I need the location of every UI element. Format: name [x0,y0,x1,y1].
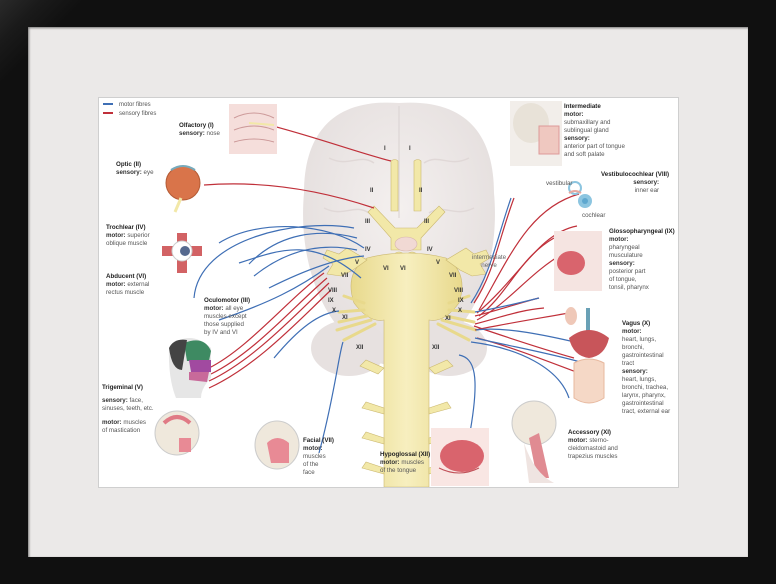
roman-right-6: VI [400,266,406,272]
legend-item-motor: motor fibres [103,101,156,110]
roman-right-1: I [409,146,411,152]
label-trigeminal: Trigeminal (V) sensory: face, sinuses, t… [102,384,154,434]
roman-left-1: I [384,146,386,152]
inner-ear-illustration [568,181,592,208]
roman-left-6: VI [383,266,389,272]
olfactory-tracts [390,159,422,212]
label-intermediate-nerve: intermediate nerve [472,254,507,269]
brainstem [322,247,491,487]
label-intermediate: Intermediate motor: submaxillary and sub… [564,103,625,158]
diagram-graphics [154,101,609,487]
label-glossopharyngeal: Glossopharyngeal (IX) motor: pharyngeal … [609,228,675,291]
roman-left-3: III [365,219,371,225]
label-hypoglossal: Hypoglossal (XII) motor: muscles of the … [380,451,431,474]
head-trigeminal-illustration [168,338,211,398]
vagus-organs-illustration [565,307,609,404]
roman-right-3: III [424,219,430,225]
skull-facial-illustration [254,420,300,470]
cranial-nerves-diagram: motor fibres sensory fibres Olfactory (I… [98,97,679,488]
roman-left-2: II [370,188,374,194]
label-vagus: Vagus (X) motor: heart, lungs, bronchi, … [622,320,671,415]
intermediate-head-illustration [510,101,562,166]
legend: motor fibres sensory fibres [103,101,156,119]
roman-right-7: VII [449,273,457,279]
roman-left-4: IV [365,247,371,253]
roman-right-9: IX [458,298,464,304]
roman-left-11: XI [342,315,348,321]
label-vestibulocochlear: Vestibulocochlear (VIII) sensory: inner … [601,171,670,194]
motor-fibre-lines [193,197,585,454]
roman-right-5: V [436,260,441,266]
roman-left-12: XII [356,345,364,351]
eye-illustration [165,165,201,213]
motor-swatch [103,103,113,106]
label-accessory: Accessory (XI) motor: sterno- cleidomast… [568,429,618,460]
roman-left-8: VIII [328,288,338,294]
legend-item-sensory: sensory fibres [103,110,156,119]
label-abducent: Abducent (VI) motor: external rectus mus… [106,273,150,296]
label-vestibular: vestibular [546,180,573,187]
head-neck-accessory-illustration [511,400,557,483]
label-trochlear: Trochlear (IV) motor: superior oblique m… [106,224,150,247]
label-cochlear: cochlear [582,212,606,219]
label-oculomotor: Oculomotor (III) motor: all eye muscles … [204,297,251,336]
roman-right-4: IV [427,247,433,253]
label-olfactory: Olfactory (I) sensory: nose [179,122,220,137]
sensory-fibre-lines [203,124,580,389]
roman-right-12: XII [432,345,440,351]
roman-right-11: XI [445,316,451,322]
eye-muscles-illustration [162,233,202,273]
roman-right-10: X [458,308,463,314]
label-facial: Facial (VII) motor: muscles of the face [303,437,334,476]
roman-left-5: V [355,260,360,266]
roman-left-9: IX [328,298,334,304]
olfactory-illustration [229,104,277,154]
mouth-tongue-illustration [431,428,489,486]
sensory-swatch [103,112,113,115]
roman-right-8: VIII [454,288,464,294]
roman-left-10: X [332,308,337,314]
label-optic: Optic (II) sensory: eye [116,161,154,176]
nerve-roots [335,294,478,342]
skull-mastication-illustration [154,410,200,456]
roman-left-7: VII [341,273,349,279]
throat-illustration [554,231,602,291]
roman-right-2: II [419,188,423,194]
